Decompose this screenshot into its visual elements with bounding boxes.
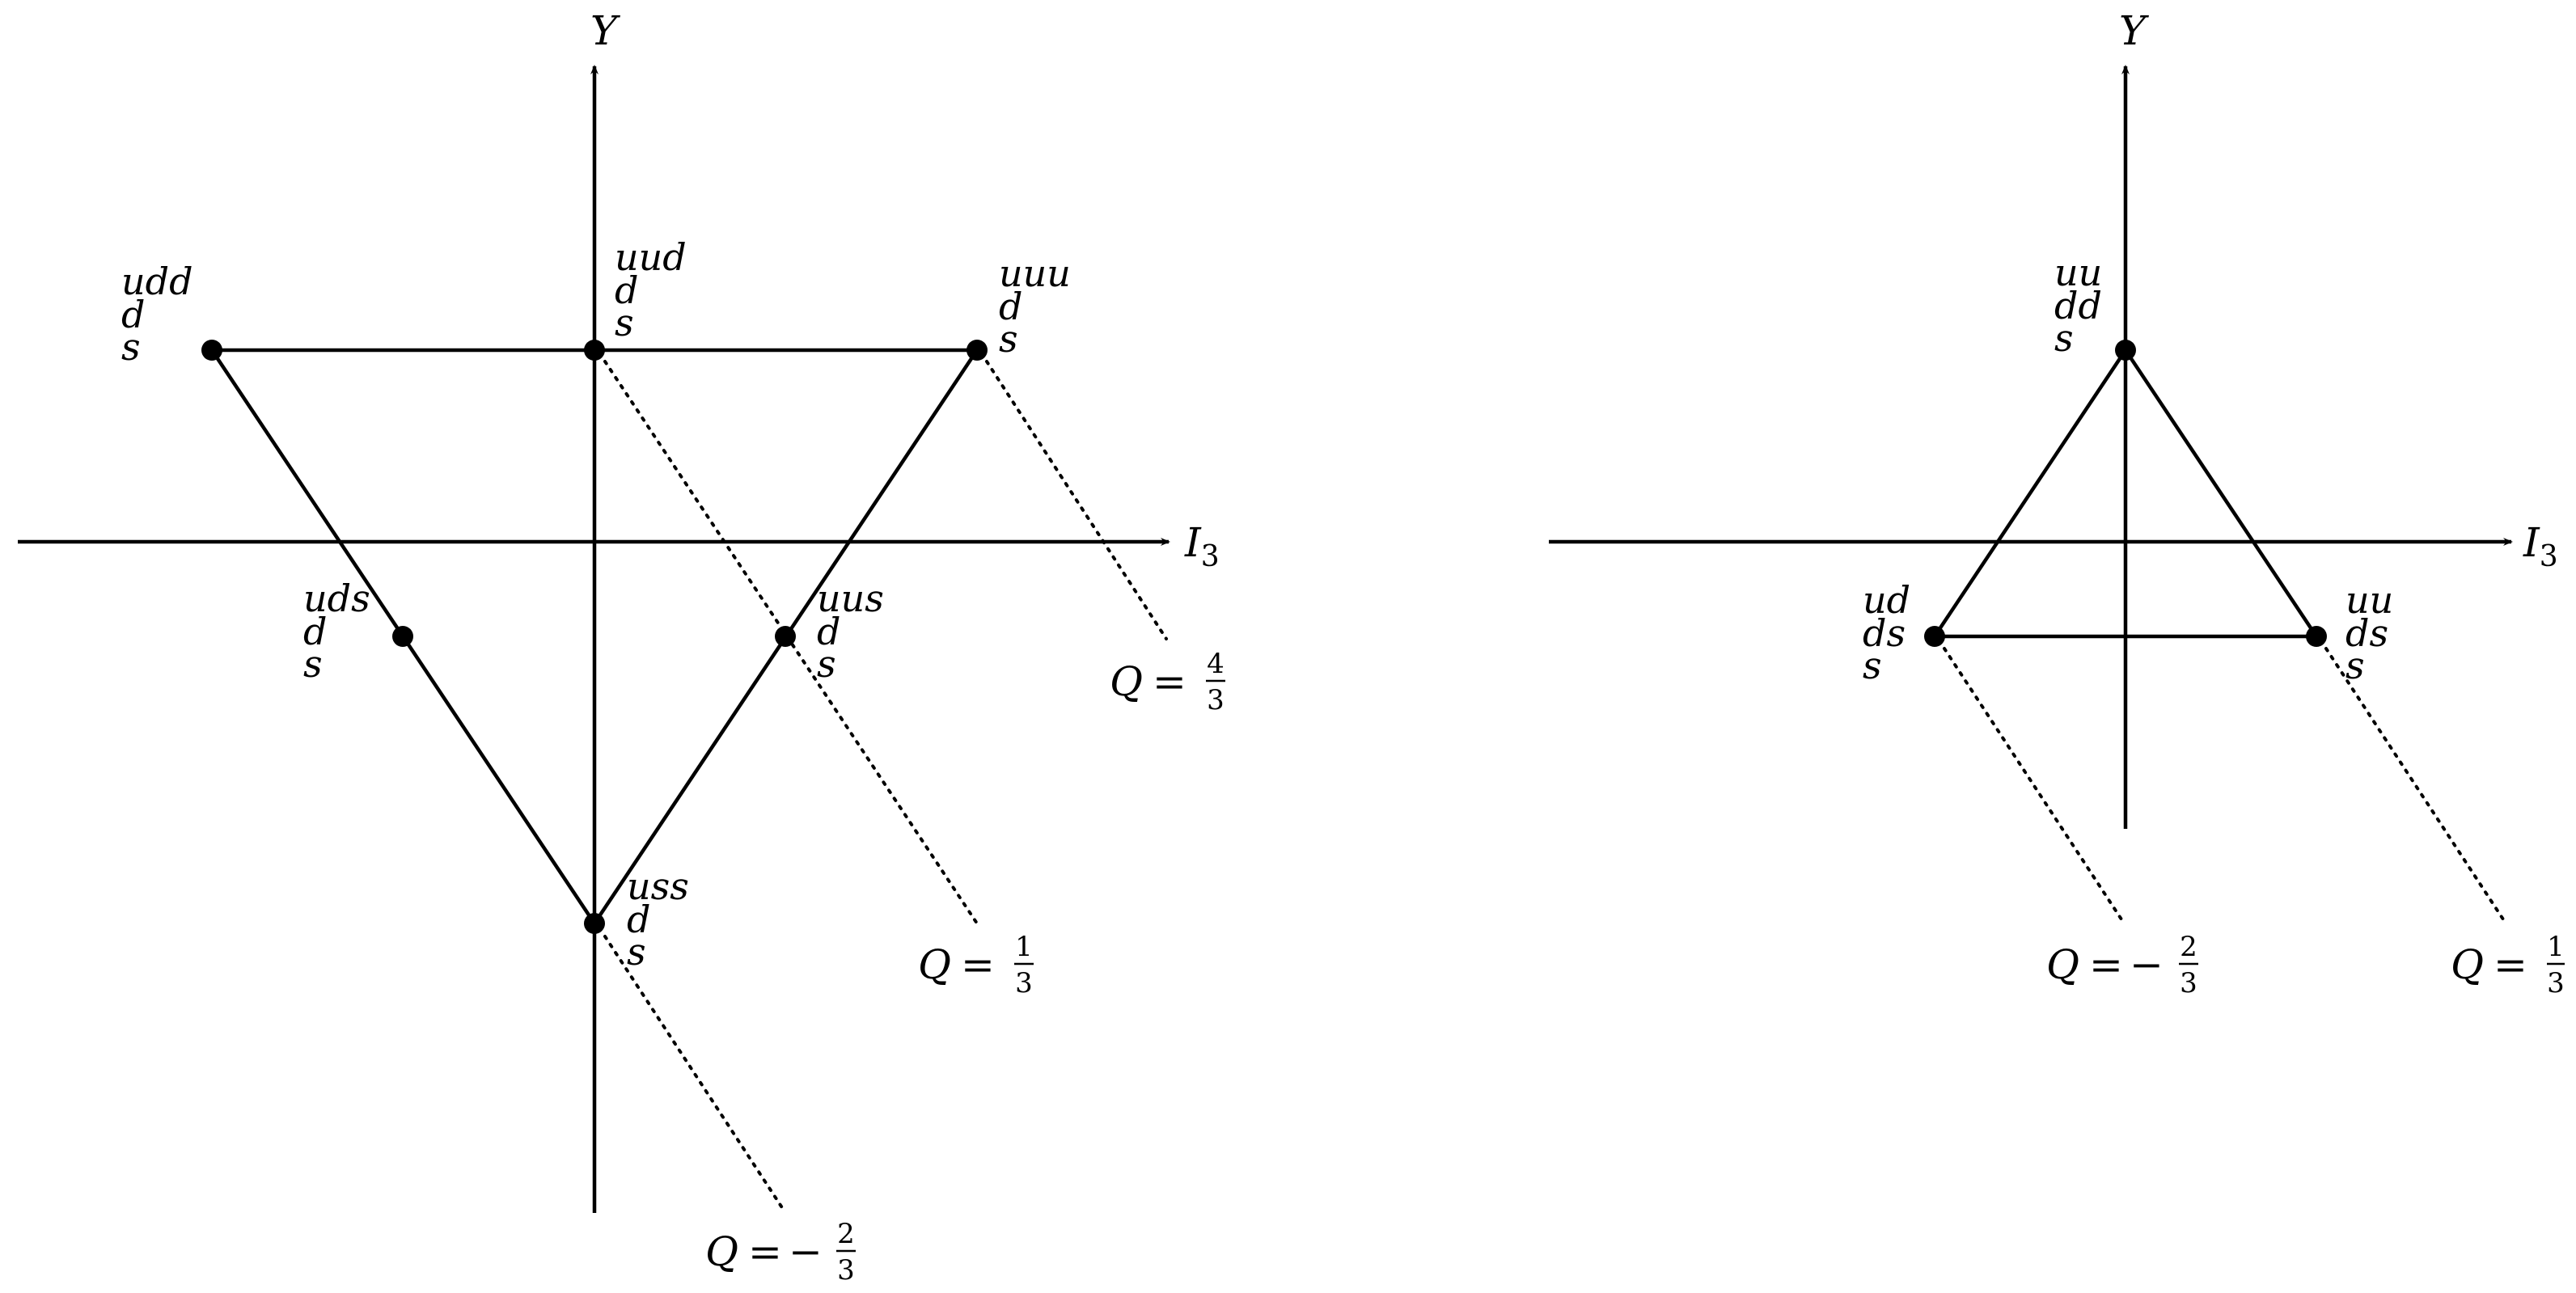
svg-text:Q: Q	[705, 1228, 738, 1275]
svg-text:ds: ds	[1863, 611, 1906, 655]
svg-text:=: =	[748, 1228, 782, 1275]
svg-text:3: 3	[1207, 684, 1225, 716]
svg-text:3: 3	[1015, 967, 1033, 999]
diagram-right: Y I3 uu dd s ud ds s uu ds s	[1549, 7, 2565, 999]
svg-text:dd: dd	[2054, 284, 2102, 327]
x-axis-label: I3	[1184, 519, 1220, 573]
svg-text:d: d	[817, 610, 840, 653]
svg-text:=: =	[1153, 658, 1186, 705]
state-label-right: uu ds s	[2345, 578, 2393, 687]
charge-label-1-3: Q = 1 3	[2451, 931, 2565, 999]
svg-text:d: d	[121, 293, 145, 336]
svg-text:Q: Q	[918, 941, 951, 988]
svg-text:s: s	[615, 301, 634, 344]
state-label-left: ud ds s	[1863, 578, 1910, 687]
svg-text:3: 3	[2180, 967, 2197, 999]
charge-label-minus-2-3: Q = − 2 3	[2046, 931, 2198, 999]
charge-line-minus-2-3	[1943, 647, 2125, 923]
state-point-udd	[201, 340, 222, 361]
state-label-uds: uds d s	[303, 577, 370, 686]
svg-text:−: −	[2130, 941, 2164, 988]
charge-line-4-3	[985, 360, 1168, 640]
state-point-uuu	[967, 340, 988, 361]
state-point-uds	[392, 626, 413, 647]
svg-text:d: d	[615, 268, 638, 312]
y-axis-label: Y	[590, 7, 620, 54]
x-axis-label: I3	[2523, 519, 2558, 573]
edge-right	[2124, 349, 2318, 638]
charge-label-4-3: Q = 4 3	[1110, 648, 1225, 716]
svg-text:1: 1	[1015, 931, 1033, 963]
svg-text:=: =	[961, 941, 995, 988]
svg-text:ud: ud	[1863, 578, 1910, 622]
state-point-uss	[584, 913, 605, 934]
state-point-uus	[775, 626, 796, 647]
svg-text:ds: ds	[2345, 611, 2388, 655]
svg-text:d: d	[999, 285, 1022, 328]
svg-text:3: 3	[837, 1254, 855, 1287]
state-point-uudds	[2115, 340, 2136, 361]
svg-text:s: s	[1863, 644, 1882, 687]
svg-text:Q: Q	[1110, 658, 1143, 705]
svg-text:Q: Q	[2451, 941, 2484, 988]
svg-text:=: =	[2494, 941, 2527, 988]
svg-text:uu: uu	[2345, 578, 2393, 622]
edge-left	[1933, 349, 2127, 638]
svg-text:s: s	[817, 642, 836, 686]
state-point-uud	[584, 340, 605, 361]
svg-text:uu: uu	[2054, 251, 2102, 294]
svg-text:uud: uud	[615, 235, 687, 279]
state-label-uss: uss d s	[627, 864, 689, 974]
svg-text:s: s	[303, 642, 323, 686]
charge-line-minus-2-3	[603, 935, 785, 1211]
charge-label-1-3: Q = 1 3	[918, 931, 1034, 999]
svg-text:2: 2	[2180, 931, 2197, 963]
svg-text:s: s	[2054, 316, 2074, 360]
svg-text:uuu: uuu	[999, 251, 1071, 295]
svg-text:uds: uds	[303, 577, 370, 620]
charge-line-1-3	[2324, 647, 2506, 923]
state-point-uddss	[1924, 626, 1945, 647]
svg-text:uss: uss	[627, 864, 689, 908]
diagram-left: Y I3 udd d s uud d s uuu d	[18, 7, 1225, 1287]
charge-label-minus-2-3: Q = − 2 3	[705, 1218, 856, 1287]
state-label-uud: uud d s	[615, 235, 687, 344]
state-label-uuu: uuu d s	[999, 251, 1071, 361]
svg-text:d: d	[627, 898, 650, 941]
state-label-uus: uus d s	[817, 577, 884, 686]
svg-text:d: d	[303, 610, 327, 653]
state-label-udd: udd d s	[121, 260, 193, 369]
y-axis-label: Y	[2119, 7, 2149, 54]
svg-text:Q: Q	[2046, 941, 2079, 988]
svg-text:4: 4	[1207, 648, 1225, 680]
svg-text:uus: uus	[817, 577, 884, 620]
svg-text:−: −	[789, 1228, 823, 1275]
state-point-uudss	[2306, 626, 2327, 647]
svg-text:s: s	[2345, 644, 2365, 687]
svg-text:udd: udd	[121, 260, 193, 303]
svg-text:=: =	[2089, 941, 2123, 988]
svg-text:s: s	[121, 325, 141, 369]
svg-text:2: 2	[837, 1218, 855, 1250]
svg-text:s: s	[627, 930, 646, 974]
svg-text:1: 1	[2547, 931, 2565, 963]
svg-text:3: 3	[2547, 967, 2565, 999]
state-label-top: uu dd s	[2054, 251, 2102, 360]
svg-text:s: s	[999, 317, 1018, 361]
